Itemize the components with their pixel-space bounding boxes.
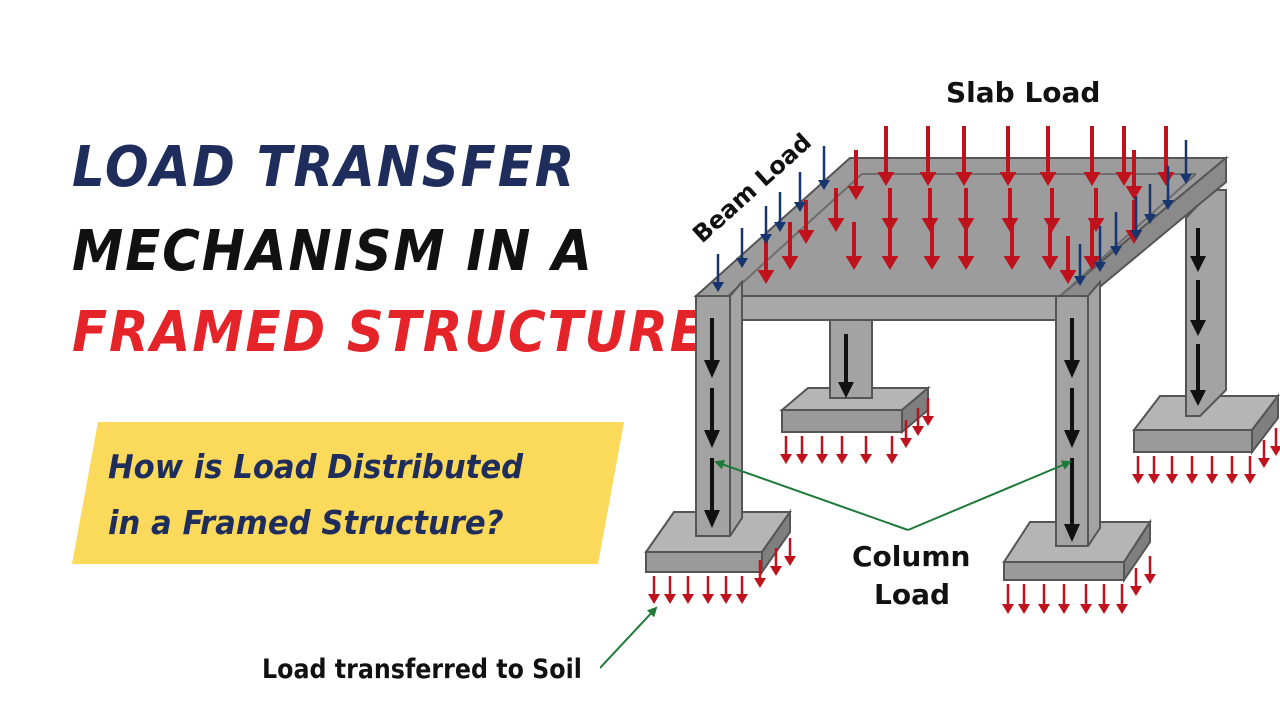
slab-load-arrow bbox=[1059, 236, 1077, 284]
soil-arrow bbox=[1098, 584, 1110, 614]
soil-arrow bbox=[912, 408, 924, 436]
soil-arrow bbox=[1132, 456, 1144, 484]
column-front-right bbox=[1055, 279, 1101, 547]
soil-arrow bbox=[736, 576, 748, 604]
frame-diagram: Slab Load Beam Load Column Load bbox=[600, 76, 1280, 669]
beam-load-arrow bbox=[1180, 140, 1192, 184]
soil-arrow bbox=[780, 436, 792, 464]
slab-load-arrow bbox=[781, 222, 799, 270]
slab-load-arrow bbox=[923, 222, 941, 270]
slab-load-arrow bbox=[955, 126, 973, 186]
beam-load-arrow bbox=[1094, 226, 1106, 272]
question-banner: How is Load Distributed in a Framed Stru… bbox=[72, 422, 624, 564]
column-back-right bbox=[1185, 189, 1227, 417]
soil-arrow bbox=[754, 560, 766, 588]
beam-load-arrow bbox=[818, 146, 830, 190]
beam-load-arrow bbox=[1130, 196, 1142, 240]
beam-load-arrow bbox=[712, 254, 724, 292]
title-line-3: FRAMED STRUCTURE bbox=[72, 300, 707, 365]
beam-load-arrow bbox=[794, 172, 806, 212]
question-line-1: How is Load Distributed bbox=[108, 447, 524, 486]
title-line-2: MECHANISM IN A bbox=[72, 219, 594, 284]
soil-transfer-label: Load transferred to Soil bbox=[262, 654, 582, 685]
column-load-pointers bbox=[714, 459, 1072, 531]
column-load-arrows-right bbox=[1064, 318, 1080, 542]
slab-load-arrow bbox=[1083, 126, 1101, 186]
soil-arrow bbox=[1130, 568, 1142, 596]
soil-arrow bbox=[1116, 584, 1128, 614]
title-line-1: LOAD TRANSFER bbox=[72, 135, 577, 200]
slab-load-arrow bbox=[1087, 188, 1105, 232]
column-load-label-line-1: Column bbox=[852, 540, 970, 573]
slab-load-arrow bbox=[1157, 126, 1175, 186]
column-front-left bbox=[695, 279, 743, 537]
slab-load-arrow bbox=[827, 188, 845, 232]
soil-arrow bbox=[1226, 456, 1238, 484]
slab-load-arrow bbox=[797, 200, 815, 244]
soil-arrow bbox=[784, 538, 796, 566]
beam-load-arrow bbox=[1162, 166, 1174, 210]
soil-arrow bbox=[886, 436, 898, 464]
soil-arrow bbox=[1144, 556, 1156, 584]
slab-load-arrow bbox=[1041, 222, 1059, 270]
beam-load-arrow bbox=[1144, 184, 1156, 224]
soil-reaction-arrows bbox=[648, 398, 1280, 614]
soil-arrow bbox=[1058, 584, 1070, 614]
beam-load-arrow bbox=[1110, 212, 1122, 256]
beam-load-arrow bbox=[1074, 244, 1086, 286]
column-load-arrows-left bbox=[704, 318, 720, 528]
soil-arrow bbox=[1038, 584, 1050, 614]
soil-arrow bbox=[1186, 456, 1198, 484]
slab-load-arrow bbox=[1083, 222, 1101, 270]
question-line-2: in a Framed Structure? bbox=[108, 503, 504, 542]
beam-load-arrow bbox=[736, 228, 748, 268]
soil-arrow bbox=[860, 436, 872, 464]
soil-pointer bbox=[600, 606, 658, 669]
soil-arrow bbox=[1018, 584, 1030, 614]
soil-arrow bbox=[664, 576, 676, 604]
slab-load-label: Slab Load bbox=[946, 76, 1100, 109]
soil-arrow bbox=[796, 436, 808, 464]
column-back-left bbox=[829, 317, 873, 399]
soil-arrow bbox=[836, 436, 848, 464]
slab-load-arrow bbox=[1125, 150, 1143, 200]
soil-arrow bbox=[1080, 584, 1092, 614]
soil-arrow bbox=[1270, 428, 1280, 456]
slab-load-arrow bbox=[847, 150, 865, 200]
soil-arrow bbox=[1166, 456, 1178, 484]
slab-load-arrow bbox=[877, 126, 895, 186]
footing-front-left bbox=[644, 508, 792, 576]
slab-load-arrow bbox=[957, 222, 975, 270]
soil-arrow bbox=[1002, 584, 1014, 614]
soil-arrow bbox=[1148, 456, 1160, 484]
soil-arrow bbox=[1258, 440, 1270, 468]
slab-load-arrow bbox=[845, 222, 863, 270]
soil-arrow bbox=[770, 548, 782, 576]
soil-arrow bbox=[682, 576, 694, 604]
slab-load-arrow bbox=[999, 126, 1017, 186]
soil-arrow bbox=[922, 398, 934, 426]
soil-arrow bbox=[702, 576, 714, 604]
soil-arrow bbox=[900, 420, 912, 448]
soil-arrow bbox=[816, 436, 828, 464]
slab-load-arrow bbox=[919, 126, 937, 186]
slab-load-arrow bbox=[1003, 222, 1021, 270]
beam-load-arrow bbox=[760, 206, 772, 244]
soil-arrow bbox=[1206, 456, 1218, 484]
beam-load-arrow bbox=[774, 192, 786, 232]
soil-arrow bbox=[1244, 456, 1256, 484]
question-banner-background bbox=[72, 422, 624, 564]
soil-arrow bbox=[720, 576, 732, 604]
footing-back-right bbox=[1131, 393, 1280, 455]
column-load-label-line-2: Load bbox=[874, 578, 950, 611]
slab-load-arrow bbox=[881, 222, 899, 270]
soil-arrow bbox=[648, 576, 660, 604]
slab-load-arrow bbox=[1039, 126, 1057, 186]
beam-load-arrows bbox=[712, 140, 1192, 292]
slab-load-arrow bbox=[1115, 126, 1133, 186]
